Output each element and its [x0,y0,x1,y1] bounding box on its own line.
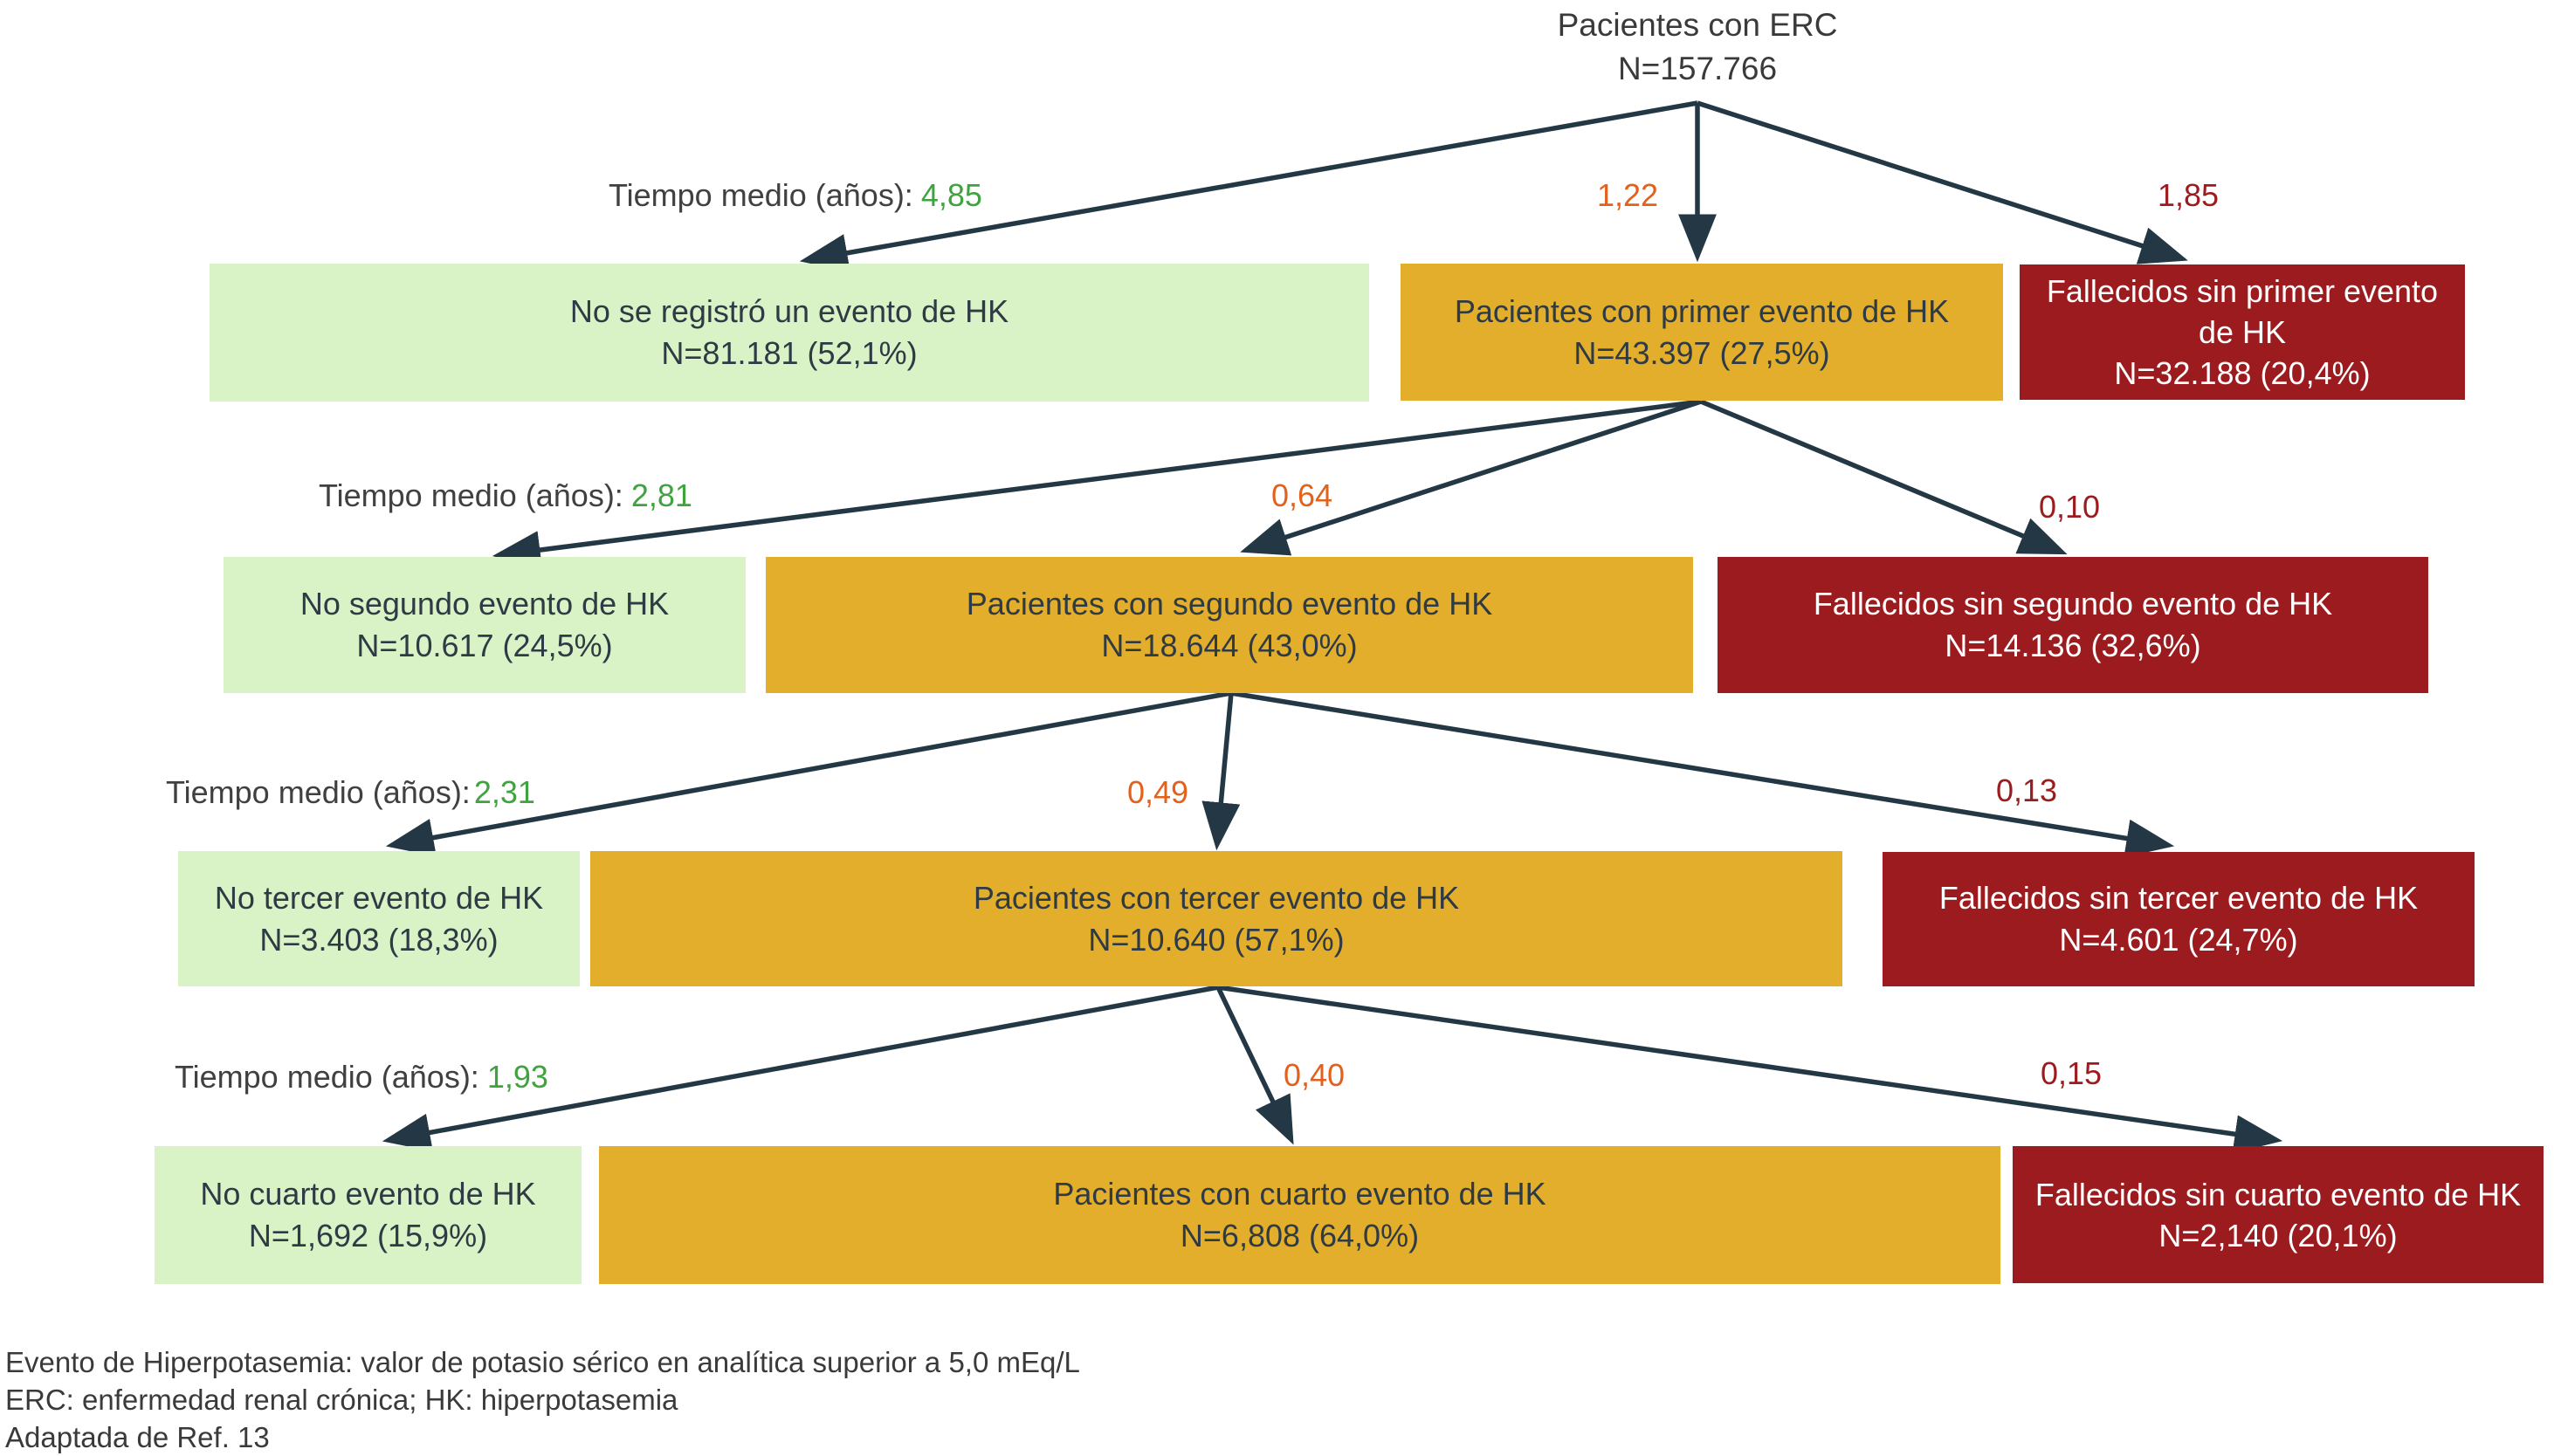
mean-time-text: Tiempo medio (años): [609,177,913,213]
node-n: N=1,692 (15,9%) [248,1218,488,1253]
death-time-value-l2: 0,10 [2038,489,2101,525]
node-title: No segundo evento de HK [299,586,670,622]
node-no-event-l4: No cuarto evento de HK N=1,692 (15,9%) [155,1146,582,1284]
node-title: Fallecidos sin cuarto evento de HK [2034,1176,2522,1212]
node-title: No se registró un evento de HK [569,293,1009,329]
event-time-value-l4: 0,40 [1283,1057,1346,1093]
event-time-value-l2: 0,64 [1270,477,1333,513]
mean-time-label-l1: Tiempo medio (años):4,85 [609,177,982,214]
node-title: Pacientes con segundo evento de HK [966,586,1493,622]
footnote-source: Adaptada de Ref. 13 [5,1421,270,1453]
mean-time-text: Tiempo medio (años): [175,1059,479,1095]
node-title: No tercer evento de HK [214,879,544,916]
node-n: N=81.181 (52,1%) [661,335,918,371]
root-node: Pacientes con ERC N=157.766 [1558,3,1838,91]
node-n: N=2,140 (20,1%) [2158,1217,2398,1253]
node-title: Fallecidos sin primer evento de HK [2046,273,2439,350]
node-n: N=14.136 (32,6%) [1945,628,2201,663]
node-death-l1: Fallecidos sin primer evento de HK N=32.… [2020,264,2465,400]
mean-time-value: 4,85 [920,177,982,213]
node-n: N=10.617 (24,5%) [356,628,613,663]
mean-time-label-l4: Tiempo medio (años):1,93 [175,1059,548,1095]
footnote-abbreviations: ERC: enfermedad renal crónica; HK: hiper… [5,1384,678,1416]
death-time-value-l4: 0,15 [2040,1055,2103,1091]
node-event-l4: Pacientes con cuarto evento de HK N=6,80… [599,1146,2000,1284]
node-n: N=18.644 (43,0%) [1101,628,1358,663]
node-event-l3: Pacientes con tercer evento de HK N=10.6… [590,851,1842,986]
mean-time-value: 2,31 [473,774,535,810]
footnote-definition: Evento de Hiperpotasemia: valor de potas… [5,1346,1080,1378]
mean-time-label-l2: Tiempo medio (años):2,81 [319,477,692,514]
node-n: N=10.640 (57,1%) [1088,921,1345,958]
event-time-value-l3: 0,49 [1126,774,1189,810]
node-title: Pacientes con cuarto evento de HK [1053,1176,1546,1212]
root-node-title: Pacientes con ERC [1557,7,1838,43]
node-no-event-l2: No segundo evento de HK N=10.617 (24,5%) [224,557,746,693]
mean-time-text: Tiempo medio (años): [166,774,471,810]
node-event-l2: Pacientes con segundo evento de HK N=18.… [766,557,1693,693]
mean-time-value: 1,93 [486,1059,548,1095]
node-n: N=43.397 (27,5%) [1573,334,1830,371]
node-title: Pacientes con primer evento de HK [1454,292,1950,329]
node-title: No cuarto evento de HK [200,1176,536,1212]
mean-time-label-l3: Tiempo medio (años):2,31 [166,774,535,811]
event-time-value-l1: 1,22 [1596,177,1659,213]
node-n: N=4.601 (24,7%) [2059,922,2298,958]
node-event-l1: Pacientes con primer evento de HK N=43.3… [1401,264,2003,401]
node-n: N=3.403 (18,3%) [259,921,499,958]
node-n: N=6,808 (64,0%) [1180,1218,1420,1253]
node-title: Pacientes con tercer evento de HK [973,879,1460,916]
node-no-event-l3: No tercer evento de HK N=3.403 (18,3%) [178,851,580,986]
node-title: Fallecidos sin segundo evento de HK [1813,586,2333,622]
node-death-l2: Fallecidos sin segundo evento de HK N=14… [1718,557,2428,693]
death-time-value-l3: 0,13 [1995,773,2058,808]
node-death-l3: Fallecidos sin tercer evento de HK N=4.6… [1883,852,2475,986]
node-n: N=32.188 (20,4%) [2114,355,2371,391]
footnotes: Evento de Hiperpotasemia: valor de potas… [5,1343,1080,1456]
death-time-value-l1: 1,85 [2157,177,2220,213]
node-no-event-l1: No se registró un evento de HK N=81.181 … [210,264,1369,402]
node-death-l4: Fallecidos sin cuarto evento de HK N=2,1… [2013,1146,2544,1283]
mean-time-value: 2,81 [630,477,692,513]
node-title: Fallecidos sin tercer evento de HK [1938,880,2419,916]
mean-time-text: Tiempo medio (años): [319,477,623,513]
root-node-n: N=157.766 [1617,51,1778,86]
